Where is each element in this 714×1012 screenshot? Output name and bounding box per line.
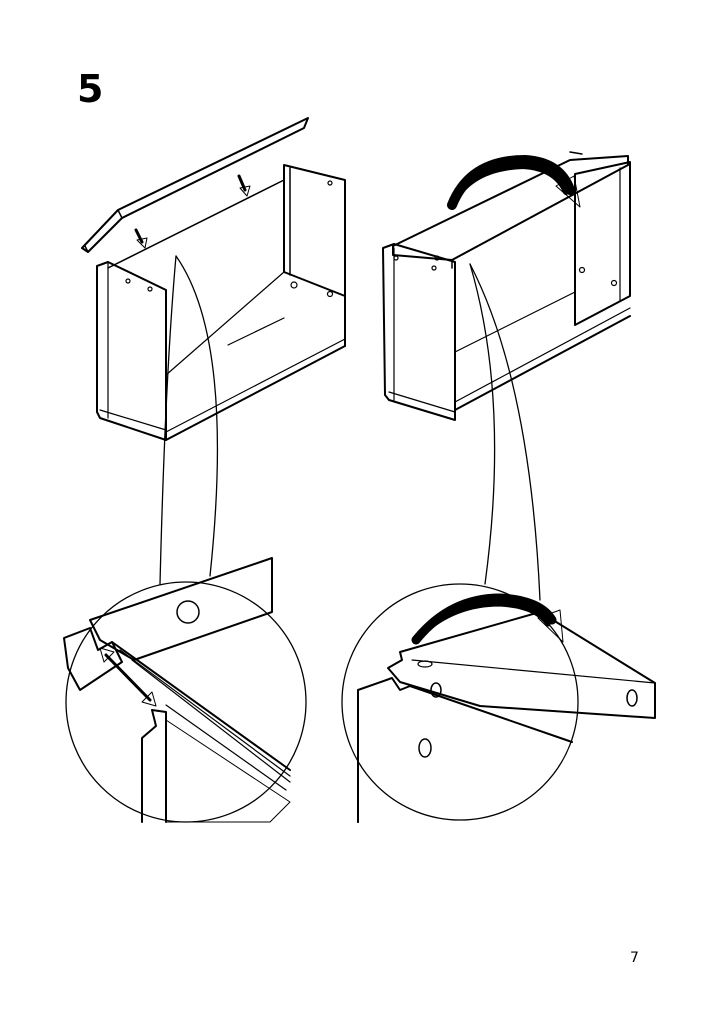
right-cabinet xyxy=(382,151,631,421)
left-top-panel xyxy=(81,117,309,253)
left-cabinet xyxy=(81,117,346,441)
right-detail-callout xyxy=(341,583,656,823)
down-arrow-icon xyxy=(134,228,148,249)
rotate-arrow-icon xyxy=(411,593,564,645)
insert-arrow-icon xyxy=(99,647,157,707)
rotate-arrow-icon xyxy=(447,155,581,210)
step-number: 5 xyxy=(77,67,104,111)
page-number: 7 xyxy=(630,950,639,966)
down-arrow-icon xyxy=(237,174,251,197)
left-detail-callout xyxy=(63,557,307,823)
zoom-leader-lines xyxy=(159,255,541,601)
